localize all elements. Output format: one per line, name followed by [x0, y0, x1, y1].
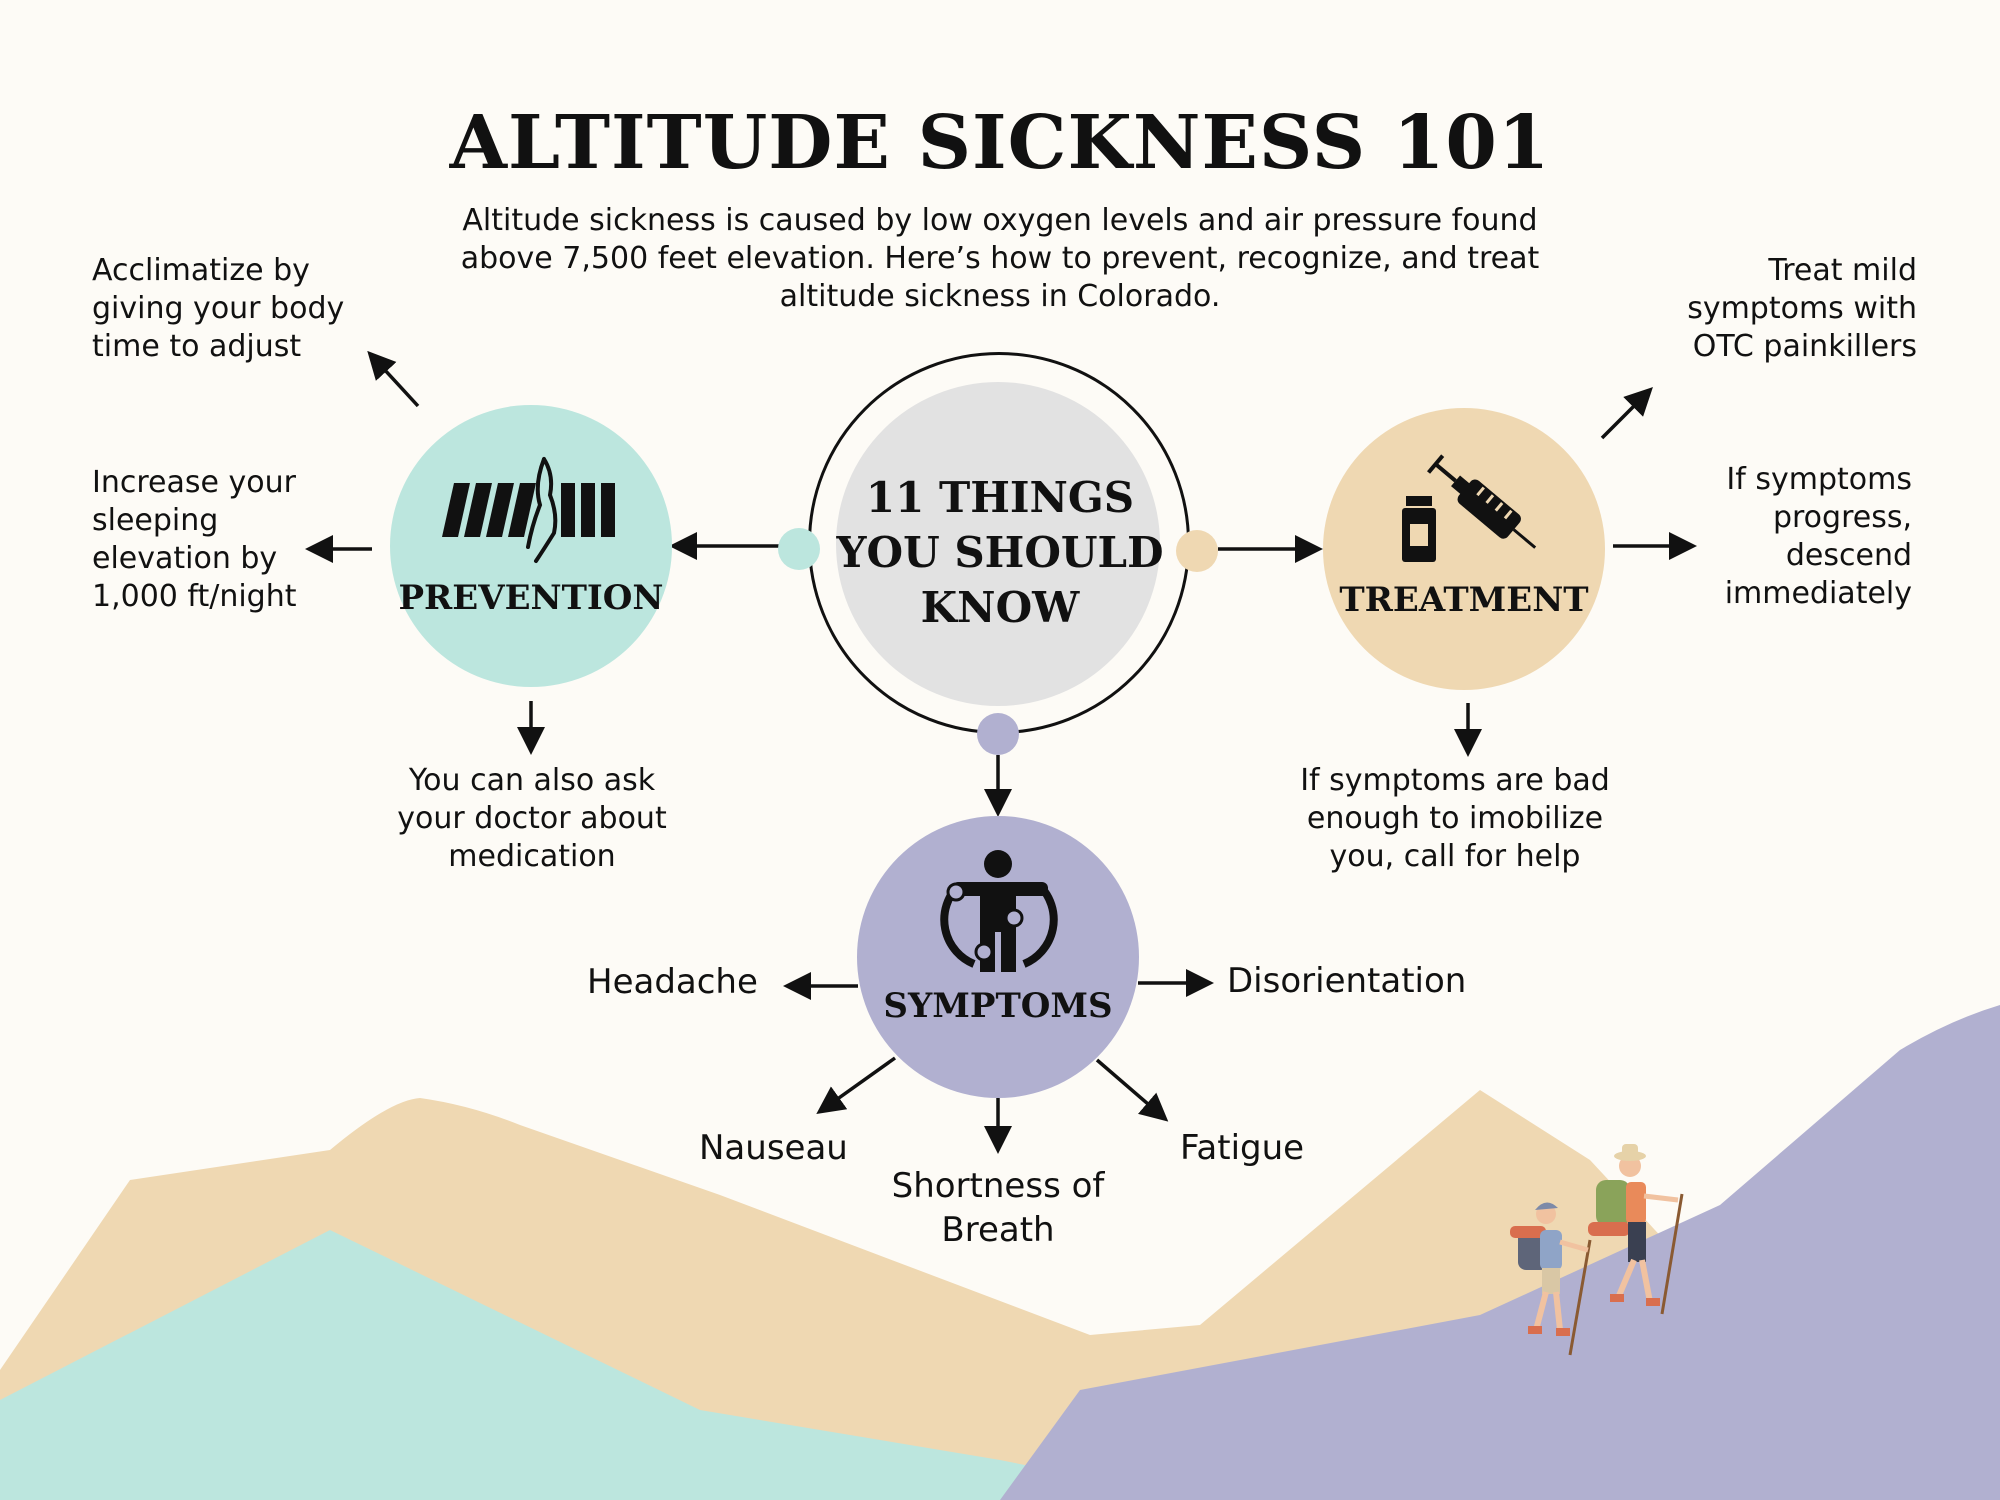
treatment-label: TREATMENT — [1339, 580, 1589, 620]
purple-mountain — [1000, 1005, 2000, 1500]
hikers-illustration — [1510, 1144, 1684, 1356]
symptom-fatigue: Fatigue — [1180, 1128, 1305, 1168]
tip-line: you, call for help — [1329, 839, 1581, 874]
center-line: 11 THINGS — [865, 473, 1135, 522]
tip-line: immediately — [1724, 576, 1912, 611]
tip-line: If symptoms — [1726, 462, 1912, 497]
center-line: KNOW — [920, 583, 1080, 632]
hand-bars-icon — [442, 457, 615, 563]
prevention-tip-doctor: You can also ask your doctor about medic… — [362, 762, 702, 876]
tip-line: Acclimatize by — [92, 253, 310, 288]
intro-text: Altitude sickness is caused by low oxyge… — [460, 203, 1540, 314]
tip-line: 1,000 ft/night — [92, 579, 297, 614]
tip-line: enough to imobilize — [1306, 801, 1604, 836]
tip-line: If symptoms are bad — [1300, 763, 1610, 798]
symptom-shortness-of-breath: Shortness of Breath — [891, 1166, 1105, 1250]
symptom-disorientation: Disorientation — [1227, 961, 1467, 1001]
treatment-tip-descend: If symptoms progress, descend immediatel… — [1725, 461, 1912, 613]
symptoms-label: SYMPTOMS — [883, 986, 1113, 1026]
prevention-label: PREVENTION — [398, 578, 664, 618]
arrow-treatment-mild — [1600, 387, 1653, 440]
prevention-tip-acclimatize: Acclimatize by giving your body time to … — [92, 252, 344, 366]
arrow-prevention-acclimatize — [367, 350, 420, 408]
tip-line: elevation by — [92, 541, 278, 576]
arrow-symptoms-nauseau — [816, 1056, 897, 1115]
tip-line: You can also ask — [408, 763, 656, 798]
prevention-tip-sleeping: Increase your sleeping elevation by 1,00… — [92, 464, 297, 616]
tip-line: descend — [1785, 538, 1912, 573]
prevention-connector-dot — [778, 528, 820, 570]
page-title: ALTITUDE SICKNESS 101 — [449, 100, 1551, 186]
center-line: YOU SHOULD — [836, 528, 1164, 577]
tip-line: time to adjust — [92, 329, 302, 364]
tip-line: giving your body — [92, 291, 345, 326]
treatment-circle — [1323, 408, 1605, 690]
tip-line: symptoms with — [1687, 291, 1917, 326]
center-circle — [836, 382, 1160, 706]
teal-mountain — [0, 1230, 1200, 1500]
tip-line: sleeping — [92, 503, 219, 538]
tip-line: progress, — [1772, 500, 1912, 535]
tip-line: your doctor about — [397, 801, 667, 836]
tip-line: Increase your — [92, 465, 296, 500]
syringe-vial-icon — [1402, 454, 1537, 562]
hiker-tall — [1588, 1144, 1684, 1315]
prevention-circle — [390, 405, 672, 687]
arrow-symptoms-fatigue — [1095, 1058, 1169, 1122]
symptom-headache: Headache — [587, 962, 758, 1002]
treatment-tip-mild: Treat mild symptoms with OTC painkillers — [1687, 252, 1917, 366]
treatment-tip-help: If symptoms are bad enough to imobilize … — [1275, 762, 1635, 876]
tip-line: Treat mild — [1768, 253, 1917, 288]
symptom-nauseau: Nauseau — [699, 1128, 848, 1168]
symptoms-connector-dot — [977, 713, 1019, 755]
tip-line: medication — [448, 839, 616, 874]
center-title: 11 THINGS YOU SHOULD KNOW — [830, 470, 1170, 635]
hiker-small — [1510, 1202, 1592, 1356]
person-pain-icon — [940, 850, 1058, 972]
treatment-connector-dot — [1176, 530, 1218, 572]
tip-line: OTC painkillers — [1692, 329, 1917, 364]
